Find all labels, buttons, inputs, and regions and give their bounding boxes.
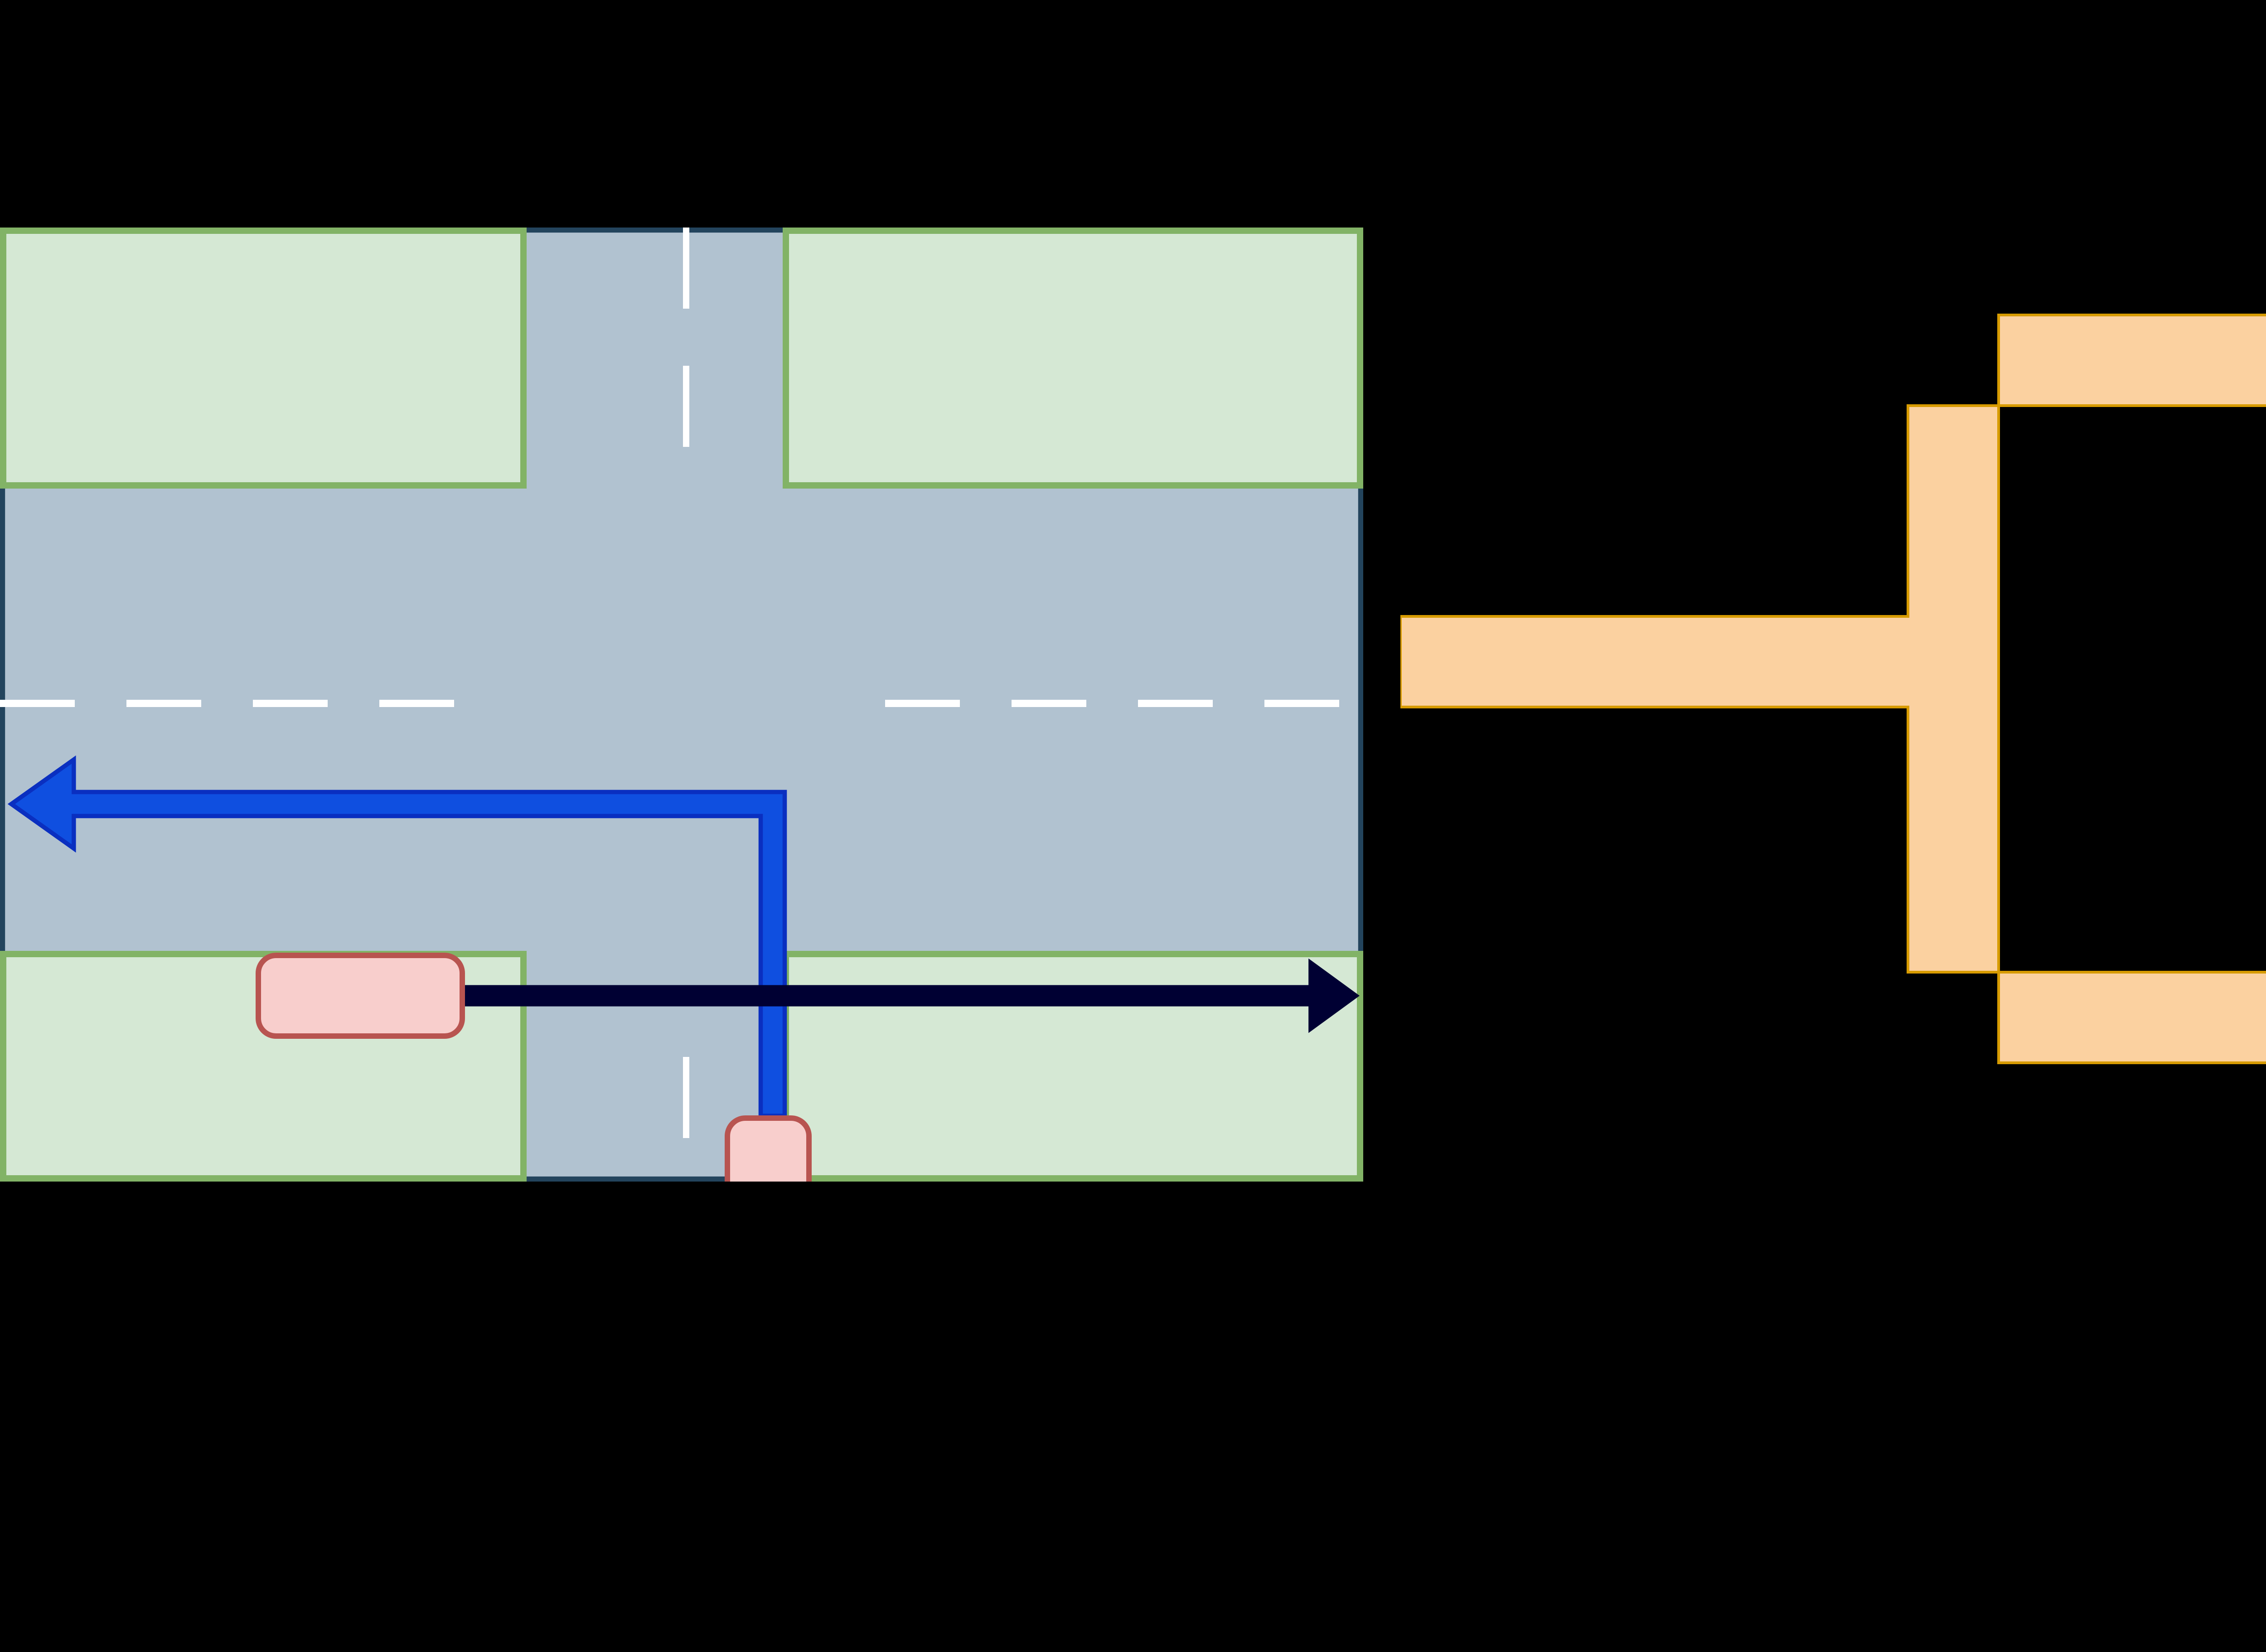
lane-marking (253, 700, 328, 707)
other-vehicle-straight-arrow (455, 958, 1360, 1033)
lane-marking (683, 366, 689, 447)
initial-scenario-panel (0, 228, 1363, 1182)
ego-vehicle-vertical (725, 1115, 812, 1182)
oncoming-vehicle-horizontal (256, 953, 465, 1039)
branching-flow-arrow-shape (1400, 314, 2266, 1064)
ego-left-turn-arrow (7, 755, 787, 1118)
land-quadrant-top-right (783, 228, 1363, 489)
lane-marking (126, 700, 201, 707)
lane-marking (0, 700, 75, 707)
lane-marking (1012, 700, 1086, 707)
lane-marking (379, 700, 454, 707)
lane-marking (1264, 700, 1339, 707)
lane-marking (683, 228, 689, 309)
land-quadrant-top-left (0, 228, 527, 489)
lane-marking (885, 700, 960, 707)
lane-marking (683, 1057, 689, 1138)
lane-marking (1138, 700, 1213, 707)
branching-flow-arrow (1400, 263, 2266, 1115)
